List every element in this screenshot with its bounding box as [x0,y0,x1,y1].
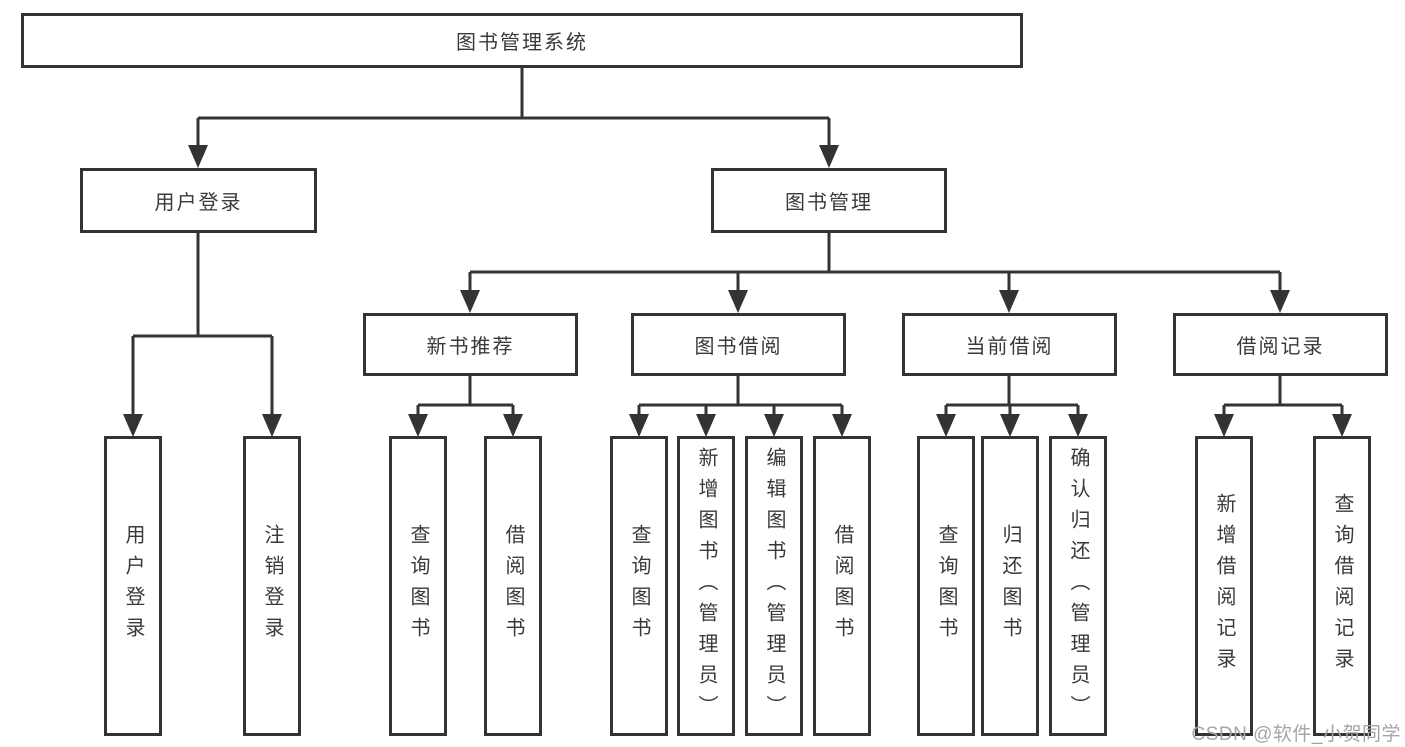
arrow-icon [262,414,282,437]
leaf-return-books: 归还图书 [981,436,1039,736]
node-label: 图书管理系统 [456,32,588,54]
connector-paths [131,68,1344,416]
node-root-system: 图书管理系统 [21,13,1023,68]
arrow-icon [1068,414,1088,437]
arrow-icon [1214,414,1234,437]
node-borrowing-records: 借阅记录 [1173,313,1388,376]
node-book-management: 图书管理 [711,168,947,233]
leaf-borrow-books-borrowing: 借阅图书 [813,436,871,736]
arrow-icon [728,290,748,313]
node-label: 查询图书 [628,524,650,648]
node-label: 新增借阅记录 [1213,493,1235,679]
arrow-icon [503,414,523,437]
leaf-borrow-books-recommend: 借阅图书 [484,436,542,736]
arrow-icon [696,414,716,437]
node-book-borrowing: 图书借阅 [631,313,846,376]
node-label: 编辑图书（管理员） [763,446,785,726]
node-label: 归还图书 [999,524,1021,648]
leaf-edit-books-admin: 编辑图书（管理员） [745,436,803,736]
arrow-icon [832,414,852,437]
node-label: 用户登录 [154,192,243,214]
arrow-icon [1332,414,1352,437]
node-label: 图书管理 [785,192,873,214]
arrow-icon [1270,290,1290,313]
node-label: 借阅记录 [1236,336,1325,358]
node-label: 用户登录 [122,524,144,648]
node-label: 查询图书 [935,524,957,648]
leaf-query-borrow-record: 查询借阅记录 [1313,436,1371,736]
arrow-icon [999,290,1019,313]
arrow-icon [1000,414,1020,437]
leaf-query-books-recommend: 查询图书 [389,436,447,736]
leaf-query-books-current: 查询图书 [917,436,975,736]
node-label: 当前借阅 [965,336,1054,358]
node-label: 新书推荐 [426,336,515,358]
node-label: 查询图书 [407,524,429,648]
node-label: 确认归还（管理员） [1067,446,1089,726]
node-new-book-recommend: 新书推荐 [363,313,578,376]
node-label: 查询借阅记录 [1331,493,1353,679]
node-label: 新增图书（管理员） [695,446,717,726]
node-label: 图书借阅 [694,336,783,358]
arrow-icon [764,414,784,437]
node-current-borrowing: 当前借阅 [902,313,1117,376]
arrow-icon [123,414,143,437]
node-label: 借阅图书 [831,524,853,648]
arrow-icon [629,414,649,437]
arrowheads [123,145,1352,437]
leaf-add-borrow-record: 新增借阅记录 [1195,436,1253,736]
leaf-confirm-return-admin: 确认归还（管理员） [1049,436,1107,736]
leaf-query-books-borrowing: 查询图书 [610,436,668,736]
node-label: 注销登录 [261,524,283,648]
arrow-icon [460,290,480,313]
node-label: 借阅图书 [502,524,524,648]
leaf-add-books-admin: 新增图书（管理员） [677,436,735,736]
leaf-logout: 注销登录 [243,436,301,736]
arrow-icon [188,145,208,168]
arrow-icon [408,414,428,437]
arrow-icon [936,414,956,437]
node-user-login: 用户登录 [80,168,317,233]
arrow-icon [819,145,839,168]
csdn-watermark: CSDN @软件_小贺同学 [1191,724,1401,745]
leaf-user-login: 用户登录 [104,436,162,736]
